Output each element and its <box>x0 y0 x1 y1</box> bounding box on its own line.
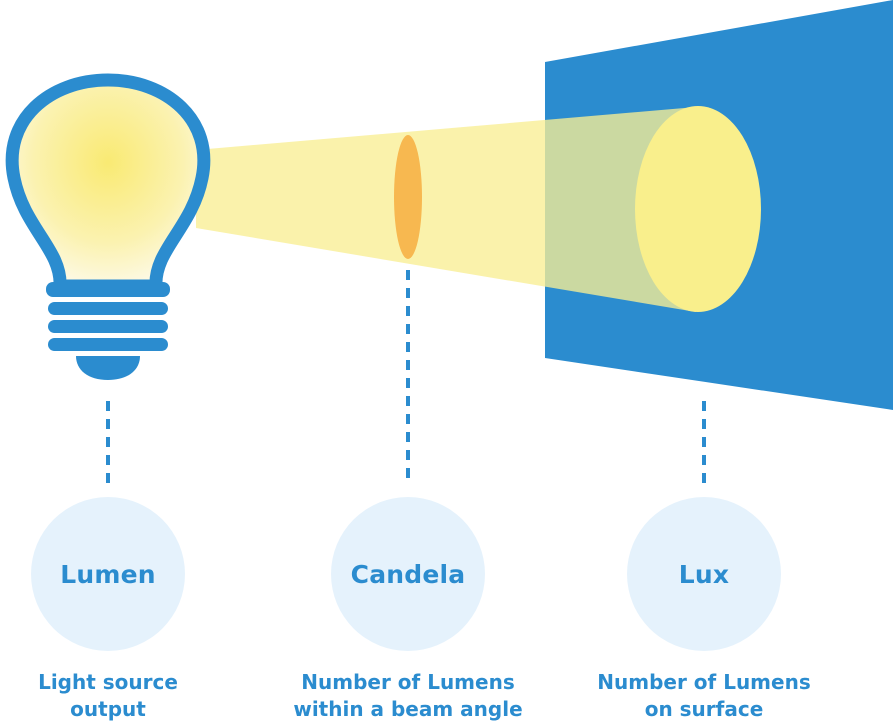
candela-description-line: Number of Lumens <box>301 670 515 694</box>
light-bulb-icon <box>5 73 211 380</box>
candela-description: Number of Lumens within a beam angle <box>258 669 558 723</box>
candela-term: Candela <box>350 559 466 589</box>
lumen-term: Lumen <box>60 559 156 589</box>
lux-term: Lux <box>678 559 730 589</box>
lumen-description-line: Light source <box>38 670 178 694</box>
lux-circle: Lux <box>627 497 781 651</box>
candela-circle: Candela <box>331 497 485 651</box>
lumen-description: Light source output <box>0 669 258 723</box>
lux-surface-spot <box>635 106 761 312</box>
candela-description-line: within a beam angle <box>293 697 523 721</box>
lux-description-line: on surface <box>644 697 764 721</box>
lux-description: Number of Lumens on surface <box>554 669 854 723</box>
candela-beam-section <box>394 135 422 259</box>
light-beam <box>196 107 696 312</box>
lumen-description-line: output <box>70 697 146 721</box>
lumen-circle: Lumen <box>31 497 185 651</box>
lux-description-line: Number of Lumens <box>597 670 811 694</box>
